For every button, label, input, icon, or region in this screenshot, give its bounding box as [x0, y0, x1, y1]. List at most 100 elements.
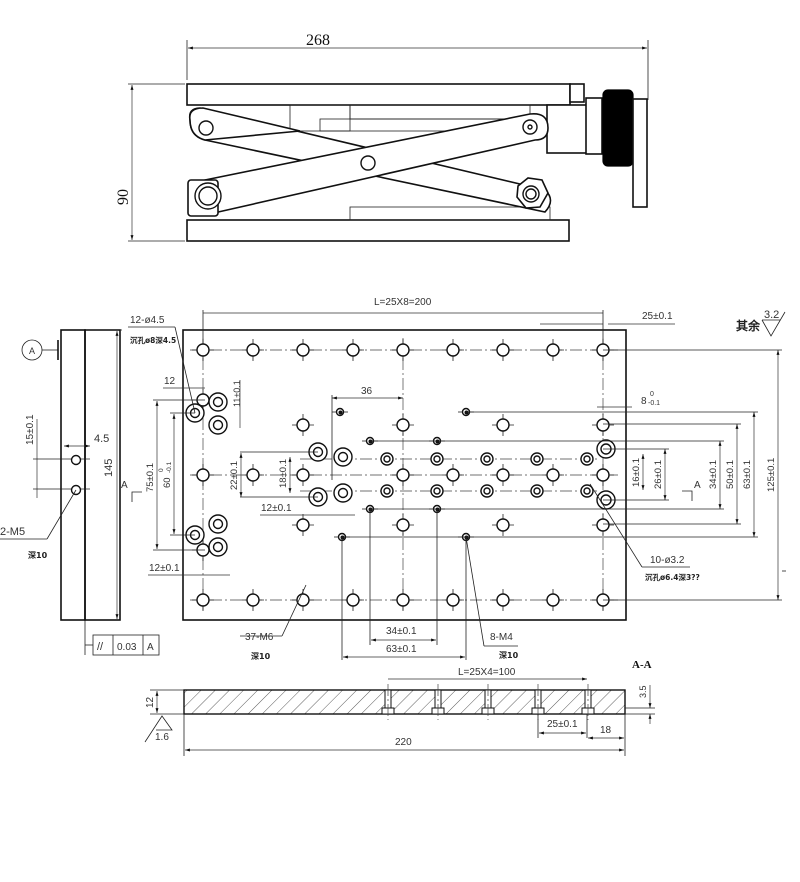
m4-hole-fill [340, 535, 345, 540]
dim-11-label: 11±0.1 [232, 380, 242, 407]
m6-hole [546, 468, 560, 482]
small-counterbore-hole-inner [433, 455, 441, 463]
side-view: 268 90 [115, 32, 649, 242]
counterbore-hole-inner [337, 451, 349, 463]
edge-pitch-label: 25±0.1 [642, 311, 673, 322]
m6-hole [496, 468, 510, 482]
m4-label: 8-M4 [490, 632, 513, 643]
m6-hole [496, 343, 510, 357]
dim-60-upper: 0 [158, 468, 165, 472]
bracket-shaft [585, 97, 603, 155]
center-pivot [360, 155, 376, 171]
counterbore-12-label: 12-ø4.5 [130, 315, 165, 326]
m6-hole [446, 343, 460, 357]
width-label: 268 [306, 32, 330, 49]
pitch-label: L=25X8=200 [374, 297, 432, 308]
dim-26-label: 26±0.1 [653, 460, 664, 489]
small-counterbore-hole-inner [533, 455, 541, 463]
m6-hole [446, 593, 460, 607]
small-counterbore-hole-inner [533, 487, 541, 495]
tolerance-symbol: // [97, 641, 104, 653]
section-body [183, 689, 626, 715]
dim-34-h-label: 34±0.1 [386, 626, 417, 637]
height-label: 90 [115, 189, 132, 205]
section-pitch-dim-label: 25±0.1 [547, 719, 578, 730]
m6-hole [396, 593, 410, 607]
m6-hole [496, 418, 510, 432]
dim-125-label: 125±0.1 [766, 458, 777, 492]
hole-pattern [185, 339, 616, 611]
m6-hole [496, 518, 510, 532]
section-mark-left: A [121, 480, 128, 491]
m6-label: 37-M6 [245, 632, 274, 643]
dim-145-label: 145 [103, 459, 115, 477]
m6-hole [546, 593, 560, 607]
tolerance-datum: A [147, 642, 154, 653]
m6-hole [296, 468, 310, 482]
surface-finish-prefix: 其余 [736, 318, 761, 333]
leader-line [174, 326, 196, 414]
dim-15-label: 15±0.1 [25, 414, 36, 445]
m6-hole [296, 418, 310, 432]
m6-hole [596, 418, 610, 432]
finish-symbol [144, 715, 173, 743]
thickness-label: 12 [145, 696, 156, 708]
dim-22-label: 22±0.1 [229, 461, 240, 490]
leader-line [281, 584, 307, 637]
leader-line [46, 489, 77, 540]
section-holes [381, 684, 595, 720]
dim-60-base: 60 [162, 477, 173, 488]
plate-outline [182, 329, 627, 621]
m6-hole [246, 593, 260, 607]
m4-hole-fill [435, 507, 440, 512]
top-plate-tab [569, 83, 585, 103]
m6-hole [596, 518, 610, 532]
section-title: A-A [632, 659, 652, 671]
end-plate-left [60, 329, 86, 621]
edge-dim-label: 18 [600, 725, 612, 736]
m6-hole [296, 343, 310, 357]
m4-note: 深10 [499, 650, 519, 660]
m6-hole [196, 593, 210, 607]
dim-75-label: 75±0.1 [145, 463, 156, 492]
section-arrow [682, 490, 693, 501]
holes-10-label: 10-ø3.2 [650, 555, 685, 566]
dim-16-label: 16±0.1 [631, 458, 642, 487]
section-mark-right: A [694, 480, 701, 491]
base-plate [186, 219, 570, 242]
dim-63-v-label: 63±0.1 [742, 460, 753, 489]
adjustment-knob [602, 89, 634, 167]
datum-label: A [29, 346, 35, 356]
lower-rail [349, 206, 551, 221]
m6-hole [396, 418, 410, 432]
pivot-hole [198, 120, 214, 136]
dim-63-h-label: 63±0.1 [386, 644, 417, 655]
small-counterbore-hole-inner [433, 487, 441, 495]
small-counterbore-hole-inner [383, 487, 391, 495]
counterbore-hole-inner [212, 541, 224, 553]
small-counterbore-hole-inner [383, 455, 391, 463]
leader-line [589, 483, 643, 568]
dim-4-5-label: 4.5 [94, 433, 109, 445]
m6-hole [246, 468, 260, 482]
tolerance-frame [92, 634, 160, 656]
knob-handle [632, 98, 648, 208]
dim-8-base: 8 [641, 396, 647, 407]
m6-hole [496, 593, 510, 607]
counterbore-hole-inner [337, 487, 349, 499]
upper-rail [349, 104, 531, 120]
surface-finish-symbol [761, 311, 786, 337]
holes-10-note: 沉孔ø6.4深3?? [645, 572, 700, 582]
m6-note: 深10 [251, 651, 271, 661]
pivot-hole-inner [527, 124, 533, 130]
m4-hole-fill [368, 507, 373, 512]
top-view: L=25X8=200 25±0.1 其余 3.2 12-ø4.5 沉孔ø8深4.… [121, 297, 786, 661]
roller-inner [198, 186, 218, 206]
bracket [546, 104, 588, 154]
surface-finish-value: 3.2 [764, 309, 779, 321]
dim-8-lower: -0.1 [648, 400, 660, 407]
m5-hole [70, 454, 82, 466]
m6-hole [546, 343, 560, 357]
length-label: 220 [395, 737, 412, 748]
